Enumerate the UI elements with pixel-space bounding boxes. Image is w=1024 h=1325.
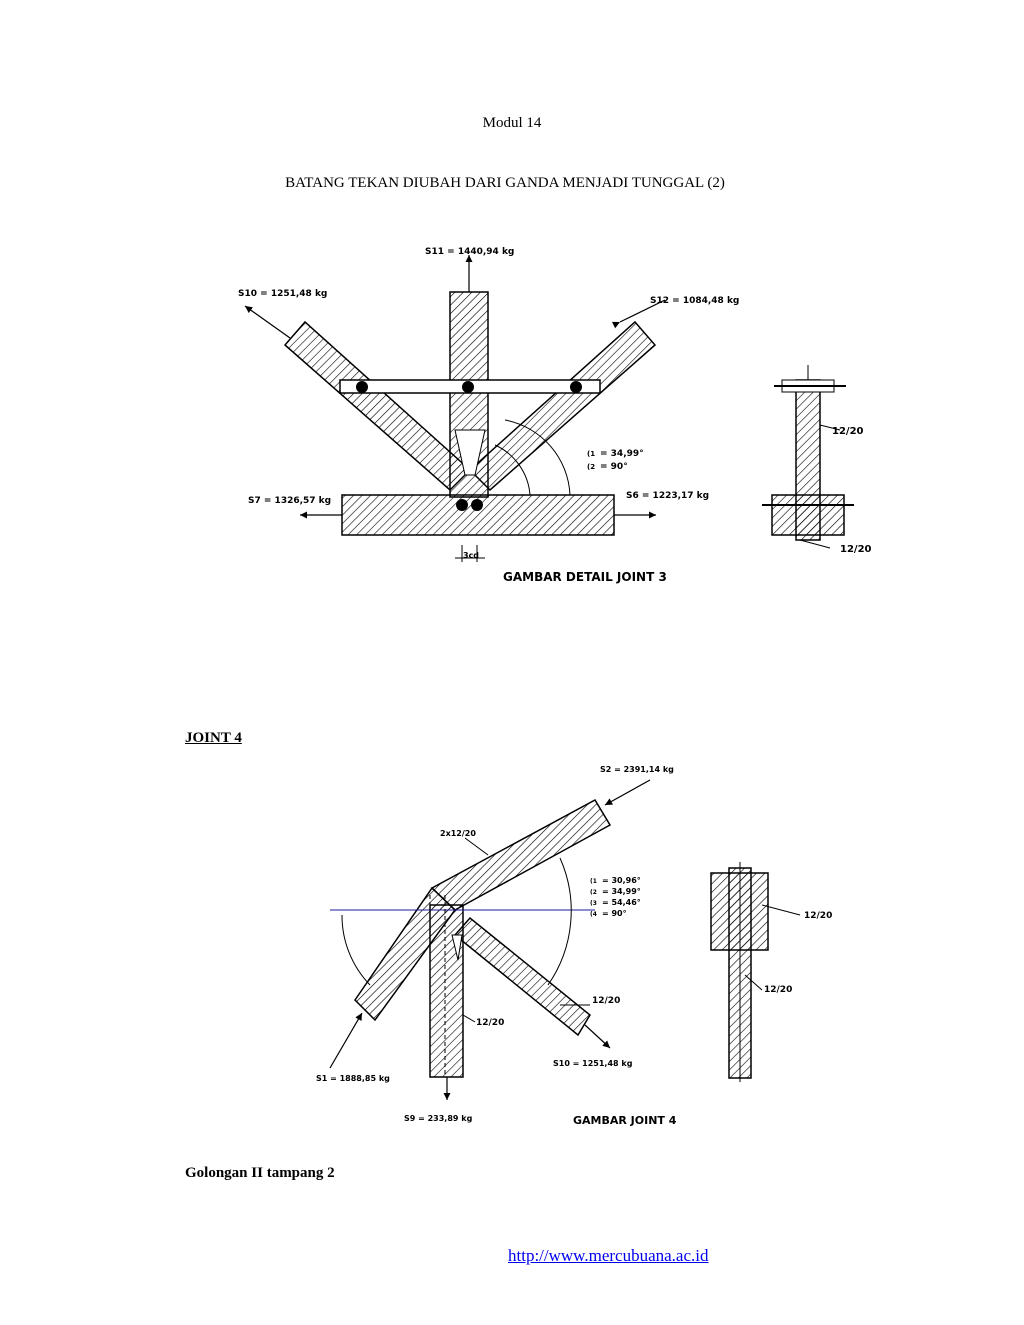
s10-arrow xyxy=(244,305,291,339)
angle-value: = 30,96° xyxy=(602,876,641,885)
s1-arrow xyxy=(329,1012,363,1069)
angle-arc xyxy=(547,857,572,986)
s10-label-j4: S10 = 1251,48 kg xyxy=(553,1059,633,1068)
s6-label: S6 = 1223,17 kg xyxy=(626,491,709,501)
joint3-caption: GAMBAR DETAIL JOINT 3 xyxy=(503,570,667,584)
angle-arc xyxy=(504,419,571,496)
s10-label: S10 = 1251,48 kg xyxy=(238,289,327,299)
footer-link[interactable]: http://www.mercubuana.ac.id xyxy=(508,1246,709,1265)
angle-value: = 90° xyxy=(600,462,628,472)
angle-key: (2 xyxy=(587,463,595,471)
angle-arc xyxy=(494,444,531,496)
angle-key: (1 xyxy=(587,450,595,458)
joint4-caption: GAMBAR JOINT 4 xyxy=(573,1114,677,1127)
joint3-bolt xyxy=(570,381,582,393)
angle-key: (4 xyxy=(590,911,597,918)
s12-label: S12 = 1084,48 kg xyxy=(650,296,739,306)
page-title: BATANG TEKAN DIUBAH DARI GANDA MENJADI T… xyxy=(285,175,725,191)
angle-value: = 90° xyxy=(602,909,627,918)
dim-label: 3cd xyxy=(463,551,479,560)
module-header: Modul 14 xyxy=(482,115,542,131)
member-label-vert: 12/20 xyxy=(476,1018,504,1028)
angle-key: (1 xyxy=(590,878,597,885)
footer-note: Golongan II tampang 2 xyxy=(185,1165,335,1181)
s12-arrow xyxy=(611,299,666,329)
angle-key: (2 xyxy=(590,889,597,896)
joint3-bolt xyxy=(356,381,368,393)
s9-label: S9 = 233,89 kg xyxy=(404,1114,473,1123)
section-label: 12/20 xyxy=(840,544,872,555)
joint3-section-chord xyxy=(771,494,845,536)
joint3-bolt xyxy=(456,499,468,511)
angle-key: (3 xyxy=(590,900,597,907)
member-label-diag: 12/20 xyxy=(592,996,620,1006)
angle-value: = 34,99° xyxy=(600,449,644,459)
joint3-bolt xyxy=(471,499,483,511)
angle-value: = 54,46° xyxy=(602,898,641,907)
section-label: 12/20 xyxy=(764,985,792,995)
member-label-top: 2x12/20 xyxy=(440,829,476,838)
joint4-top-rafter xyxy=(430,798,612,911)
section-label: 12/20 xyxy=(832,426,864,437)
s7-label: S7 = 1326,57 kg xyxy=(248,496,331,506)
joint3-bolt xyxy=(462,381,474,393)
joint3-right-diagonal xyxy=(468,320,657,492)
s2-arrow xyxy=(604,779,651,806)
s10-arrow-j4 xyxy=(584,1024,611,1049)
s1-label: S1 = 1888,85 kg xyxy=(316,1074,390,1083)
s11-label: S11 = 1440,94 kg xyxy=(425,247,514,257)
angle-value: = 34,99° xyxy=(602,887,641,896)
section-label: 12/20 xyxy=(804,911,832,921)
s2-label: S2 = 2391,14 kg xyxy=(600,765,674,774)
joint4-diagonal xyxy=(453,916,591,1037)
joint4-heading: JOINT 4 xyxy=(185,730,242,746)
angle-arc xyxy=(341,914,371,986)
joint3-notch xyxy=(454,429,486,476)
